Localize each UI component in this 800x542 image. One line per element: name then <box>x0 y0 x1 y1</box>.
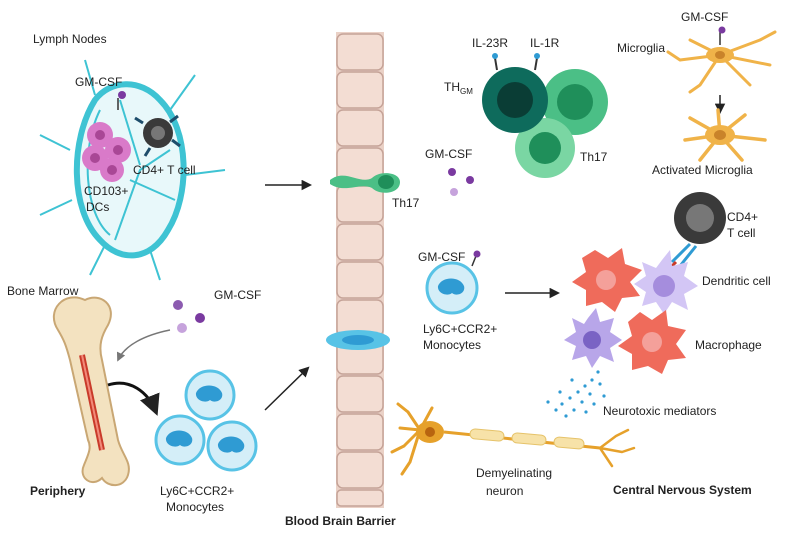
cd4-t-cell-cns-icon <box>666 192 726 272</box>
demyelinating-label-line1: Demyelinating <box>476 466 553 480</box>
cd4-t-cell-lymph-icon <box>134 114 181 157</box>
demyelinating-neuron-icon <box>390 402 636 476</box>
gmcsf-bone-label: GM-CSF <box>214 288 262 302</box>
gmcsf-receptor-lymph-icon <box>117 91 126 110</box>
macrophage-bottom-icon <box>618 310 686 374</box>
thgm-label: THGM <box>444 80 473 96</box>
blood-brain-barrier-label: Blood Brain Barrier <box>285 514 396 528</box>
cd103-label-line1: CD103+ <box>84 184 129 198</box>
gmcsf-lymph-label: GM-CSF <box>75 75 123 89</box>
periphery-label: Periphery <box>30 484 86 498</box>
dendritic-cell-icon <box>634 250 698 314</box>
monocyte-crossing-icon <box>326 330 390 350</box>
thgm-label-main: TH <box>444 80 460 94</box>
monocyte-mid-icon <box>425 250 481 315</box>
demyelinating-label-line2: neuron <box>486 484 524 498</box>
th17-bbb-label: Th17 <box>392 196 420 210</box>
th-cell-cluster-icon <box>482 53 608 178</box>
cd4-cns-label-line2: T cell <box>727 226 756 240</box>
blood-brain-barrier-icon <box>336 32 384 508</box>
gmcsf-mono-label: GM-CSF <box>418 250 466 264</box>
bone-icon <box>52 296 130 487</box>
il23r-label: IL-23R <box>472 36 509 50</box>
il1r-label: IL-1R <box>530 36 560 50</box>
cns-label: Central Nervous System <box>613 483 752 497</box>
cd4-t-cell-lymph-label: CD4+ T cell <box>133 163 196 177</box>
th17-cluster-label: Th17 <box>580 150 608 164</box>
thgm-label-sub: GM <box>460 87 473 96</box>
dendritic-purple-left-icon <box>564 308 622 368</box>
ly6c-mid-label-line1: Ly6C+CCR2+ <box>423 322 498 336</box>
microglia-icon <box>666 26 777 94</box>
arrow-bone-to-monocytes <box>107 381 160 416</box>
ly6c-mid-label-line2: Monocytes <box>423 338 482 352</box>
neurotoxic-mediators-label: Neurotoxic mediators <box>603 404 717 418</box>
cd103-label-line2: DCs <box>86 200 110 214</box>
cd4-cns-label-line1: CD4+ <box>727 210 759 224</box>
arrow-monocytes-to-barrier <box>264 366 310 411</box>
gmcsf-th-label: GM-CSF <box>425 147 473 161</box>
ly6c-left-label-line1: Ly6C+CCR2+ <box>160 484 235 498</box>
macrophage-label: Macrophage <box>695 338 762 352</box>
activated-microglia-label: Activated Microglia <box>652 163 753 177</box>
lymph-node-icon <box>39 59 226 281</box>
monocytes-left-icon <box>154 369 258 472</box>
bone-marrow-label: Bone Marrow <box>7 284 79 298</box>
activated-microglia-icon <box>683 108 767 162</box>
macrophage-top-icon <box>572 248 642 312</box>
gmcsf-microglia-label: GM-CSF <box>681 10 729 24</box>
cd103-dc-cluster-icon <box>82 122 131 182</box>
microglia-label: Microglia <box>617 41 666 55</box>
arrow-gmcsf-to-bone <box>116 329 171 362</box>
dendritic-cell-label: Dendritic cell <box>702 274 771 288</box>
neurotoxic-mediators-icon <box>546 370 606 418</box>
gmcsf-dots-th-icon <box>448 168 474 196</box>
gmcsf-dots-bone-icon <box>173 300 205 333</box>
lymph-nodes-label: Lymph Nodes <box>33 32 107 46</box>
th17-crossing-icon <box>330 173 400 193</box>
ly6c-left-label-line2: Monocytes <box>166 500 225 514</box>
